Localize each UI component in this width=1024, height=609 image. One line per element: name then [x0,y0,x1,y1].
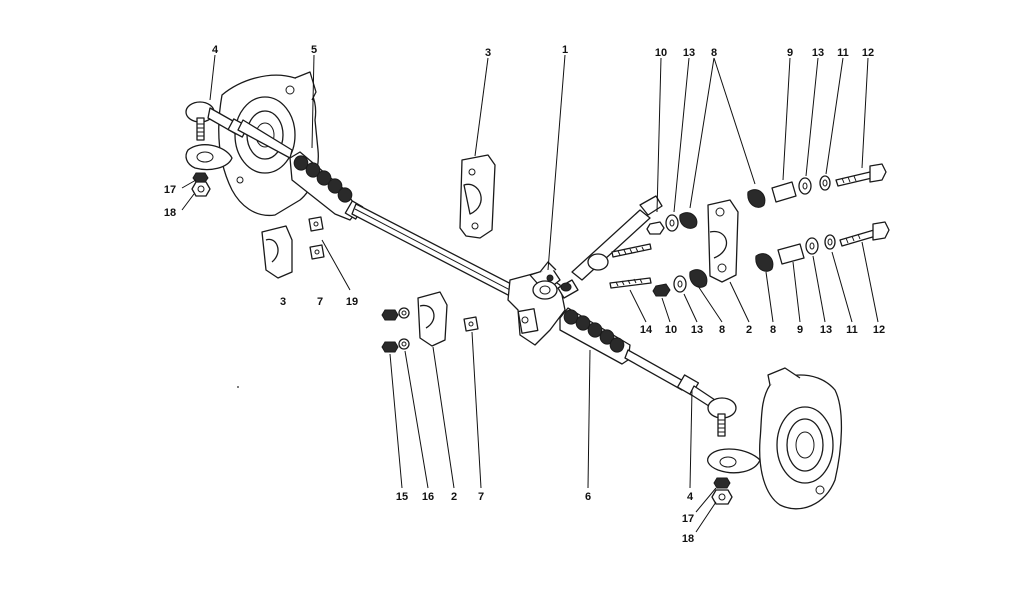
clamp-3-bottom [261,225,293,279]
callout-7-bottom: 7 [478,491,484,503]
callout-8-bottom-a: 8 [719,324,725,336]
callout-4-right: 4 [687,491,694,503]
callout-17-right: 17 [682,513,694,525]
square-washers [308,216,479,332]
left-rack-boot [289,151,364,221]
callout-13-top-a: 13 [683,47,695,59]
callout-13-bottom-b: 13 [820,324,832,336]
clamp-2-right [707,199,739,283]
callout-13-top-b: 13 [812,47,824,59]
right-tie-rod [624,349,716,409]
rack-tube [237,119,516,297]
clamp-nuts-lower [381,307,410,353]
clamp-3-top [459,154,496,239]
callout-labels: 4 5 3 1 10 13 8 9 13 11 12 17 18 3 7 19 … [164,44,885,545]
callout-3-bottom: 3 [280,296,286,308]
callout-2-right: 2 [746,324,752,336]
callout-12-top: 12 [862,47,874,59]
callout-13-bottom-a: 13 [691,324,703,336]
callout-15: 15 [396,491,408,503]
clamp-2-bottom [417,291,448,347]
callout-16: 16 [422,491,434,503]
left-nut-and-washer [191,172,211,197]
studs [609,243,652,289]
callout-18-right: 18 [682,533,694,545]
right-tie-rod-end [707,397,737,437]
callout-1: 1 [562,44,568,56]
pinion-shaft [560,195,663,292]
callout-17-left: 17 [164,184,176,196]
leader-lines [181,54,879,533]
callout-7-left: 7 [317,296,323,308]
upper-mount-hardware [646,163,887,235]
right-rack-boot [559,307,631,365]
steering-box-housing [507,261,579,346]
callout-12-bottom: 12 [873,324,885,336]
callout-5: 5 [311,44,317,56]
callout-14: 14 [640,324,653,336]
right-nut-and-washer [711,477,733,505]
callout-8-bottom-b: 8 [770,324,776,336]
callout-6: 6 [585,491,591,503]
callout-8-top: 8 [711,47,717,59]
left-tie-rod-end [185,101,249,141]
callout-10-bottom: 10 [665,324,677,336]
lower-mount-hardware [652,221,890,297]
callout-11-top: 11 [837,47,849,59]
right-steering-knuckle [707,367,843,510]
callout-11-bottom: 11 [846,324,858,336]
callout-18-left: 18 [164,207,176,219]
callout-2-bottom: 2 [451,491,457,503]
callout-10-top: 10 [655,47,667,59]
callout-9-bottom: 9 [797,324,803,336]
callout-3-top: 3 [485,47,491,59]
callout-9-top: 9 [787,47,793,59]
stray-mark [237,386,239,388]
callout-19: 19 [346,296,358,308]
callout-4-left: 4 [212,44,219,56]
